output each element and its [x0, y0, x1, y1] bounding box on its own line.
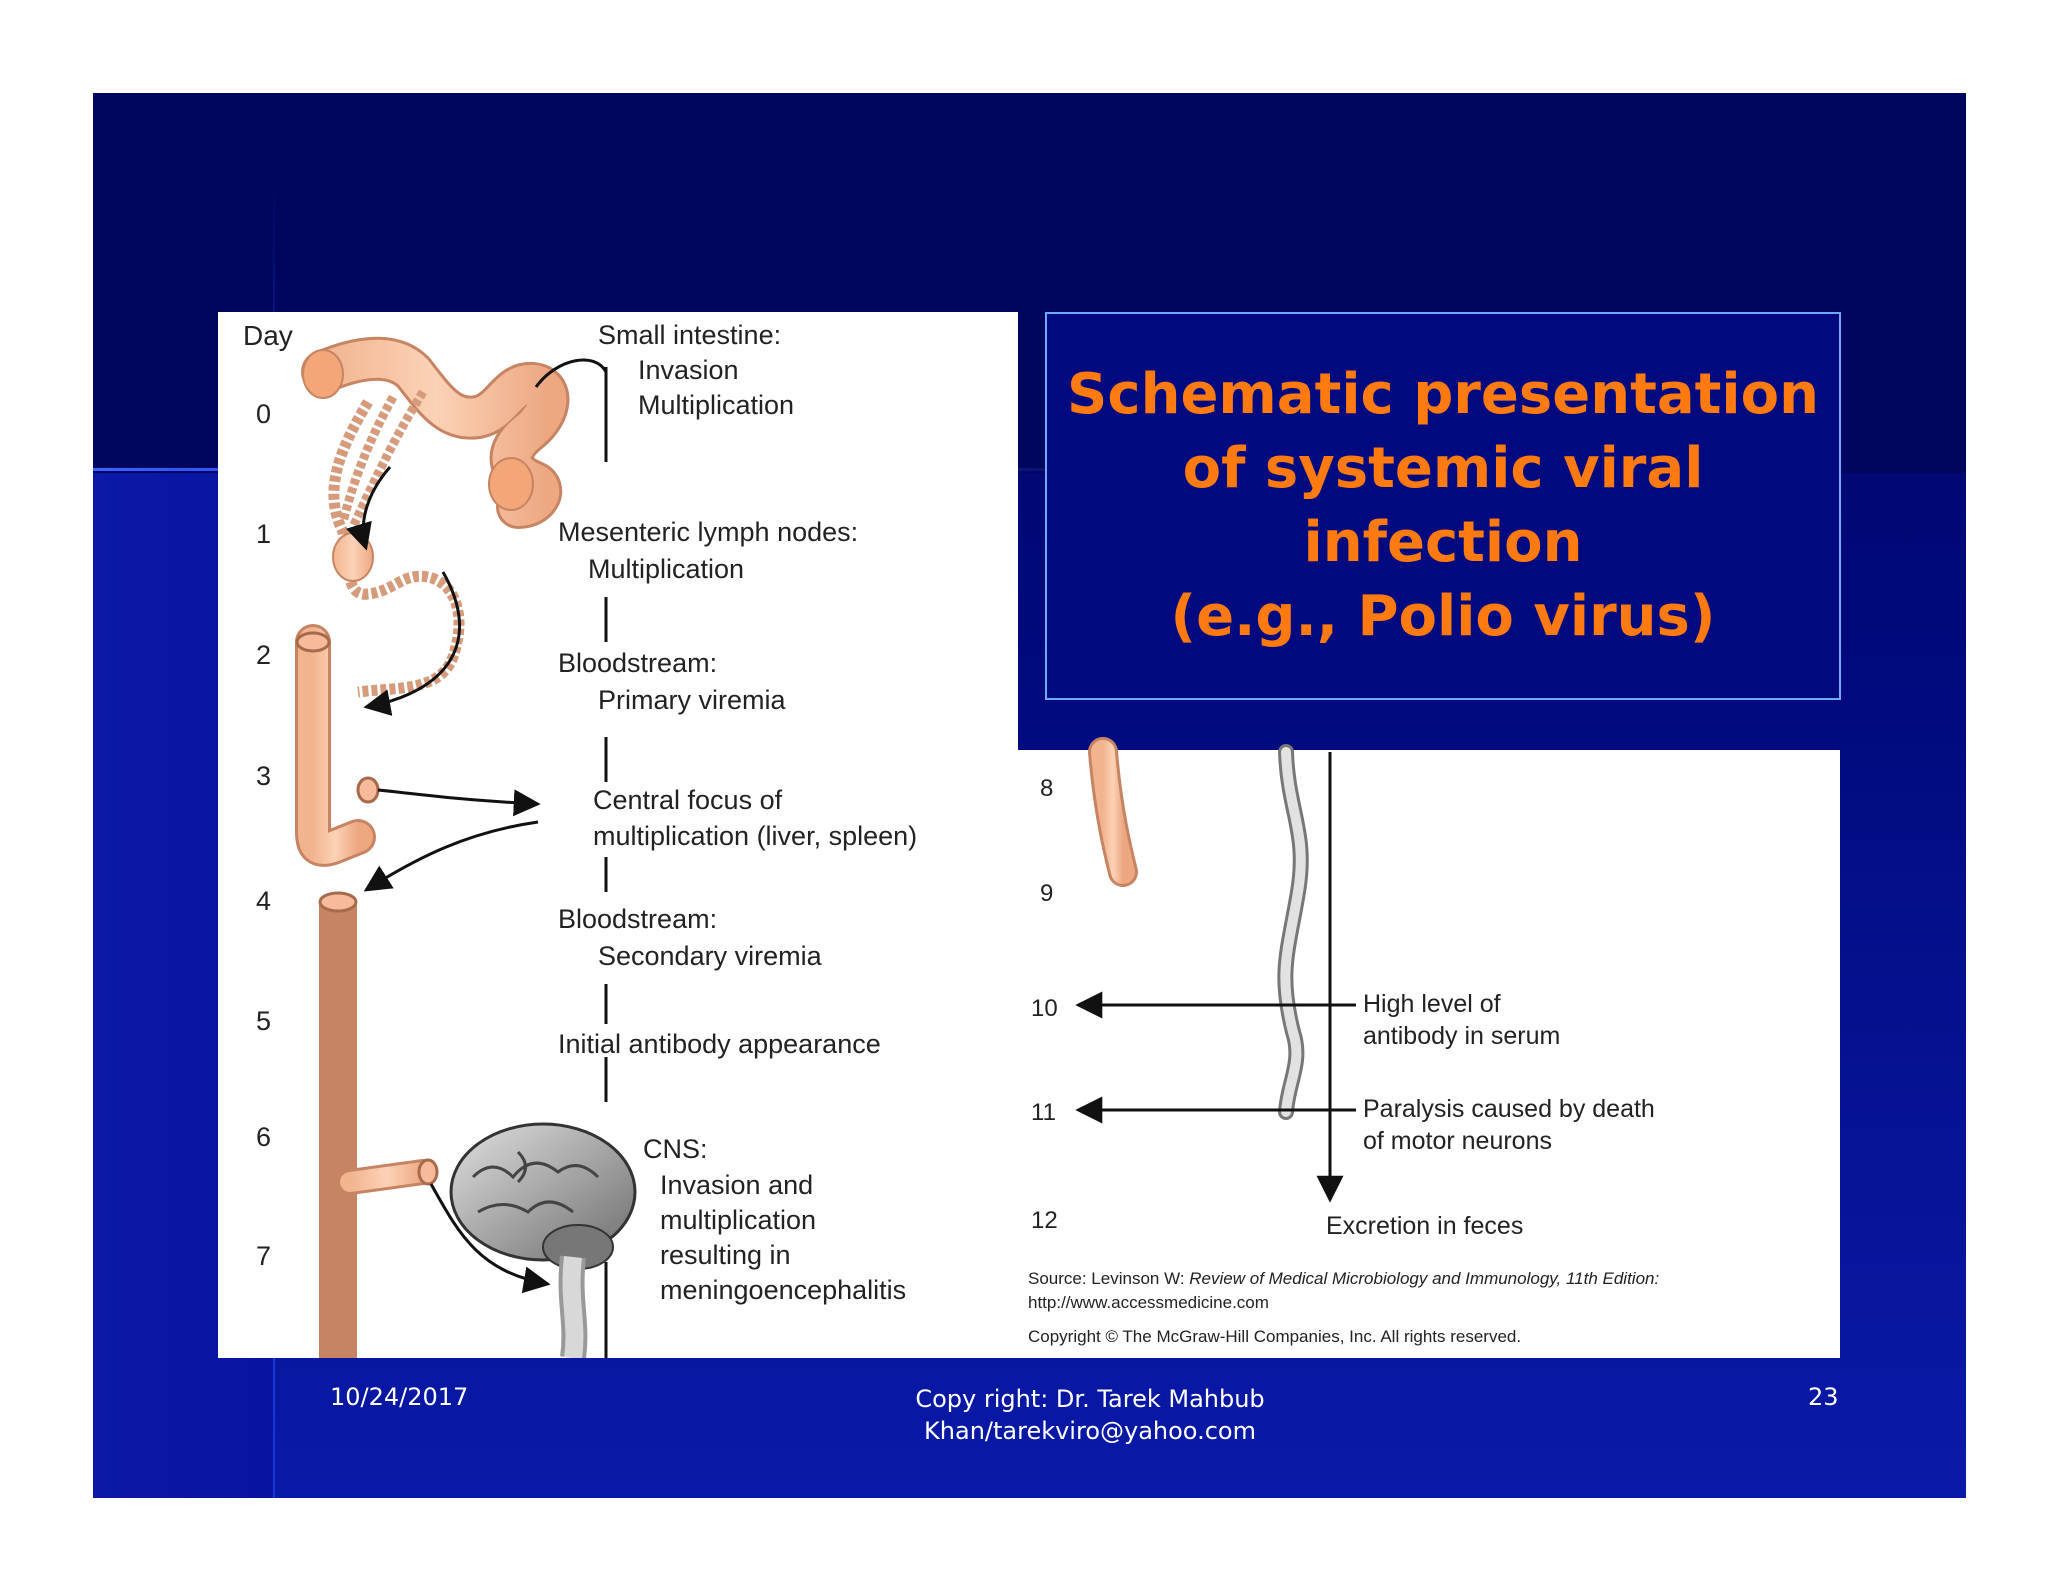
stage-lymph-line: Multiplication	[588, 554, 744, 584]
footer-date: 10/24/2017	[330, 1383, 469, 1411]
day-label: 1	[256, 519, 271, 549]
slide-title-line: of systemic viral	[1182, 436, 1704, 501]
decorative-horizontal-line	[93, 468, 1966, 471]
slide-title-line: (e.g., Polio virus)	[1170, 584, 1716, 649]
slide-title-line: infection	[1303, 510, 1583, 575]
stage-primary-title: Bloodstream:	[558, 648, 717, 678]
day-header: Day	[243, 320, 293, 351]
day-label: 3	[256, 761, 271, 791]
day-label: 0	[256, 399, 271, 429]
day-label: 12	[1031, 1207, 1058, 1234]
stage-secondary-line: Secondary viremia	[598, 941, 823, 971]
stage-central-title: Central focus of	[593, 785, 783, 815]
stage-excretion-title: Excretion in feces	[1326, 1212, 1523, 1240]
day-label: 4	[256, 886, 271, 916]
stage-paralysis-title: Paralysis caused by death	[1363, 1095, 1655, 1123]
small-intestine-drawing	[301, 336, 570, 529]
stage-small-intestine-line: Invasion	[638, 355, 739, 385]
blood-vessel-primary-drawing	[295, 624, 380, 867]
stage-lymph-title: Mesenteric lymph nodes:	[558, 517, 858, 547]
timeline-line	[604, 367, 1332, 1358]
stage-cns-title: CNS:	[643, 1134, 708, 1164]
stage-cns-line: multiplication	[660, 1205, 816, 1235]
stage-small-intestine-line: Multiplication	[638, 390, 794, 420]
stage-cns-line: meningoencephalitis	[660, 1275, 906, 1305]
blood-vessel-secondary-drawing	[318, 891, 439, 1358]
day-label: 5	[256, 1006, 271, 1036]
source-prefix: Source: Levinson W:	[1028, 1269, 1189, 1288]
source-copyright: Copyright © The McGraw-Hill Companies, I…	[1028, 1327, 1521, 1346]
day-label: 8	[1040, 775, 1053, 802]
footer-copyright: Copy right: Dr. Tarek Mahbub Khan/tarekv…	[870, 1383, 1310, 1447]
flow-arrows	[345, 466, 1356, 1294]
polio-infection-diagram: Day 0 1 2 3 4 5 6 7 8 9 10 11 12	[218, 312, 1840, 1358]
source-credit: Source: Levinson W: Review of Medical Mi…	[1028, 1269, 1659, 1288]
day-label: 7	[256, 1241, 271, 1271]
footer-copyright-line: Copy right: Dr. Tarek Mahbub	[915, 1385, 1265, 1413]
timeline-line	[534, 358, 608, 388]
source-url: http://www.accessmedicine.com	[1028, 1293, 1269, 1312]
slide-title-line: Schematic presentation	[1067, 362, 1819, 427]
stage-paralysis-line: of motor neurons	[1363, 1127, 1552, 1155]
footer-page-number: 23	[1808, 1383, 1839, 1411]
slide-title: Schematic presentation of systemic viral…	[1067, 358, 1819, 654]
day-label: 6	[256, 1122, 271, 1152]
stage-high-antibody-line: antibody in serum	[1363, 1022, 1560, 1050]
source-book: Review of Medical Microbiology and Immun…	[1189, 1269, 1659, 1288]
stage-cns-line: Invasion and	[660, 1170, 813, 1200]
slide-title-box: Schematic presentation of systemic viral…	[1045, 312, 1841, 700]
day-label: 10	[1031, 995, 1058, 1022]
stage-primary-line: Primary viremia	[598, 685, 786, 715]
stage-antibody-title: Initial antibody appearance	[558, 1029, 881, 1059]
stage-small-intestine-title: Small intestine:	[598, 320, 781, 350]
stage-central-line: multiplication (liver, spleen)	[593, 821, 917, 851]
vessel-continuation-drawing	[1088, 737, 1138, 887]
stage-cns-line: resulting in	[660, 1240, 791, 1270]
brain-drawing	[449, 1122, 637, 1358]
day-label: 11	[1031, 1099, 1056, 1126]
footer-copyright-line: Khan/tarekviro@yahoo.com	[924, 1417, 1256, 1445]
day-label: 9	[1040, 880, 1053, 907]
stage-secondary-title: Bloodstream:	[558, 904, 717, 934]
stage-high-antibody-title: High level of	[1363, 990, 1501, 1018]
diagram-panel-right	[1018, 750, 1840, 1358]
day-label: 2	[256, 640, 271, 670]
spinal-cord-drawing	[1277, 744, 1309, 1120]
